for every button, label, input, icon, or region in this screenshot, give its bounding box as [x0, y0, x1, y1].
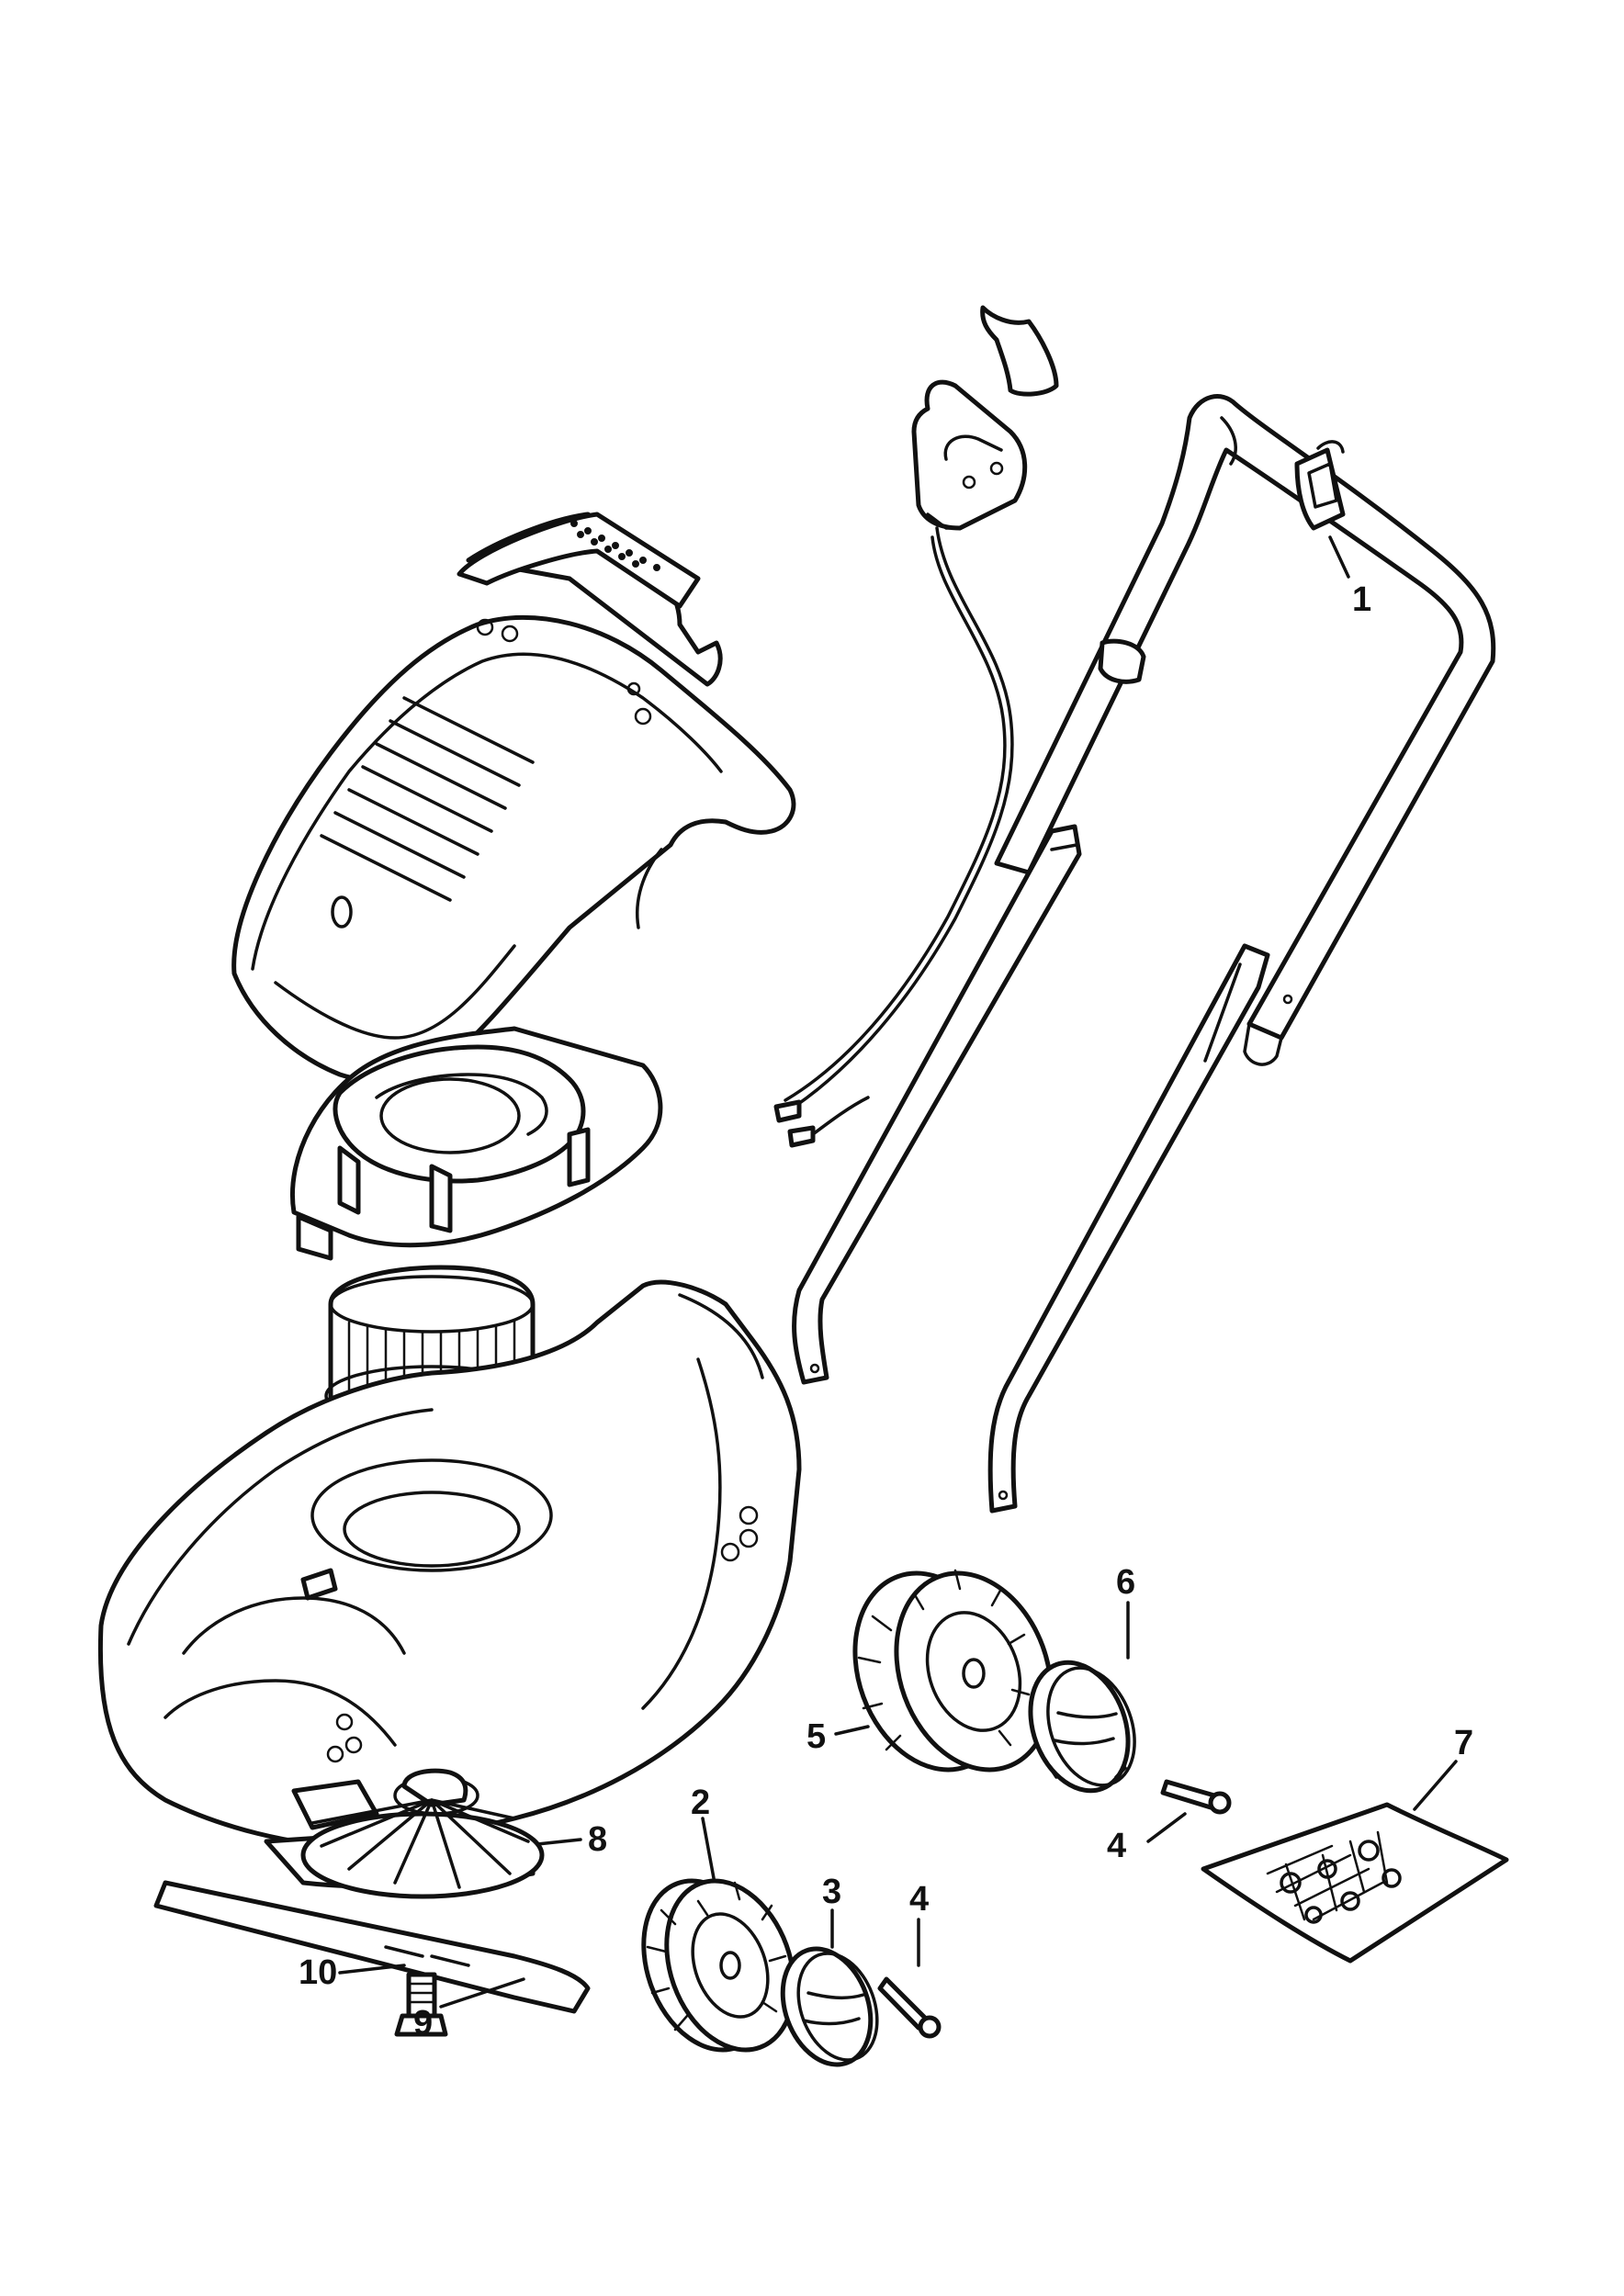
wheel-front — [641, 1878, 796, 2053]
cover-grip-texture — [570, 520, 660, 571]
fan-housing — [290, 1026, 663, 1261]
hubcap-front — [780, 1946, 879, 2067]
leader-4b — [1146, 1812, 1187, 1843]
leader-1 — [1328, 535, 1350, 579]
axle-bolt-rear — [1160, 1779, 1232, 1815]
impeller — [264, 1768, 545, 1899]
leader-7 — [1413, 1760, 1458, 1811]
callout-2: 2 — [691, 1784, 710, 1822]
top-cover — [231, 512, 796, 1083]
switch-box — [911, 305, 1059, 531]
callout-3: 3 — [822, 1873, 841, 1911]
fixings-bag — [1201, 1802, 1509, 1964]
axle-bolt-front — [877, 1976, 942, 2039]
blade-bolt — [394, 1972, 448, 2037]
callout-1: 1 — [1352, 580, 1371, 619]
callout-7: 7 — [1454, 1724, 1473, 1762]
leader-5 — [834, 1725, 870, 1736]
wheel-rear — [852, 1569, 1054, 1773]
leader-lines — [338, 535, 1458, 2009]
leader-9 — [439, 1977, 525, 2009]
callout-4-front: 4 — [909, 1880, 929, 1919]
callout-10: 10 — [299, 1953, 337, 1992]
callout-9: 9 — [413, 2004, 433, 2043]
leader-10 — [338, 1964, 406, 1975]
upper-handle-bar — [994, 394, 1496, 1041]
callout-6: 6 — [1116, 1563, 1135, 1602]
middle-handle-left — [792, 824, 1082, 1385]
handle-clip — [1294, 440, 1346, 531]
blade — [153, 1880, 591, 2014]
callout-5: 5 — [806, 1717, 826, 1756]
middle-handle-right — [987, 943, 1270, 1514]
switch-cable — [793, 526, 1014, 1109]
handle-assembly — [773, 305, 1496, 1514]
callout-labels: 1 2 3 4 4 5 6 7 8 9 10 — [299, 580, 1473, 2043]
callout-8: 8 — [588, 1820, 607, 1859]
cover-vents — [320, 696, 535, 902]
callout-4-rear: 4 — [1107, 1827, 1126, 1865]
hubcap-rear — [1028, 1660, 1136, 1794]
leader-8 — [536, 1838, 582, 1846]
leader-2 — [701, 1817, 716, 1880]
